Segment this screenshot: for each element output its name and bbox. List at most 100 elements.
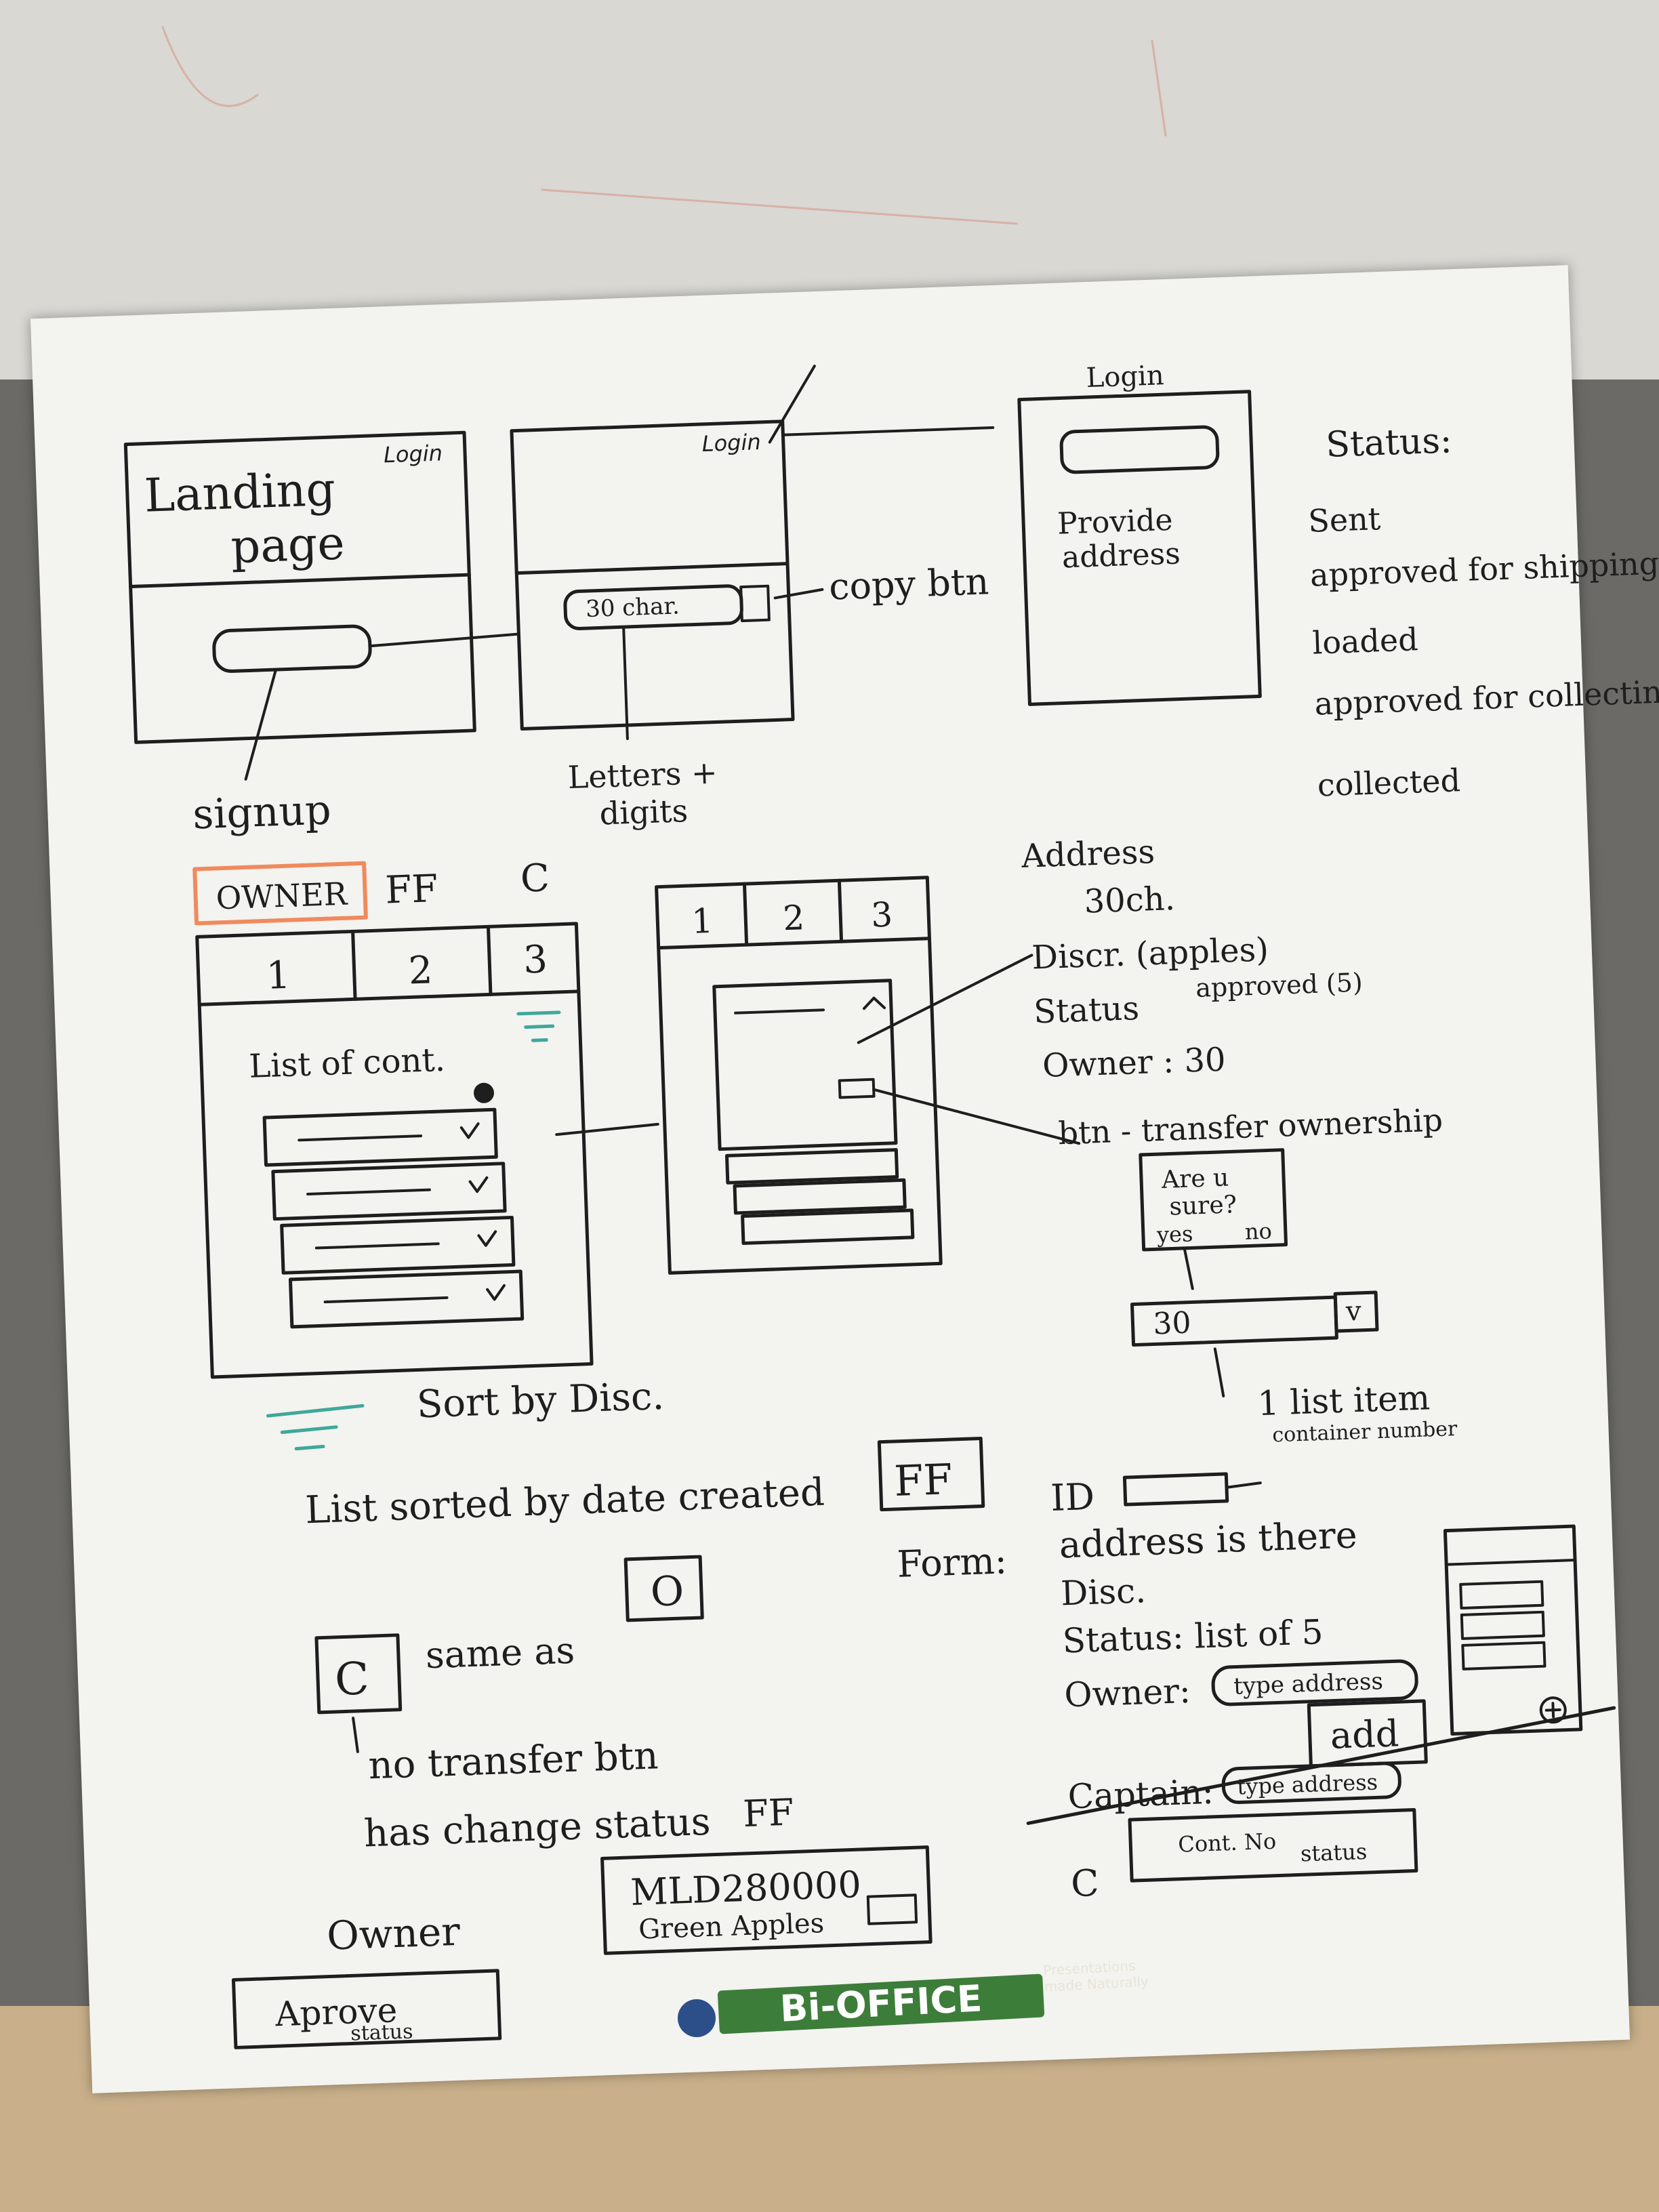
plus-icon[interactable] (1539, 1696, 1567, 1724)
list-item-note: 1 list item (1257, 1378, 1431, 1423)
address-field[interactable] (1059, 425, 1220, 474)
change-status-note: has change status (363, 1800, 712, 1856)
faint-stroke (161, 26, 259, 107)
detail-tab-divider (657, 937, 931, 950)
flow-arrow-1 (368, 632, 520, 648)
sort-icon[interactable] (516, 1010, 561, 1042)
tab-separator (351, 929, 357, 1001)
disc-note: Discr. (apples) (1031, 930, 1269, 977)
ff-box-label: FF (893, 1454, 954, 1506)
ff-example-label: FF (742, 1790, 794, 1835)
letters-label-2: digits (599, 792, 689, 832)
detail-notes: Address 30ch. Discr. (apples) Status app… (1020, 833, 1443, 1397)
code-wireframe: Login 30 char. copy btn Letters + digits (510, 365, 995, 832)
sort-disc-note: Sort by Disc. (416, 1374, 665, 1427)
code-login-link[interactable]: Login (701, 429, 761, 457)
code-field-text: 30 char. (586, 592, 680, 623)
approve-status-button[interactable] (231, 1969, 502, 2049)
flow-arrow-3 (555, 1122, 659, 1136)
new-owner-value: 30 (1153, 1306, 1192, 1342)
chevron-up-icon[interactable] (863, 996, 886, 1010)
landing-wireframe: Landing page Login signup (123, 430, 520, 839)
ff-role-label[interactable]: FF (384, 867, 438, 913)
cont-no-text: Cont. No (1178, 1828, 1277, 1858)
dialog-yes-button[interactable]: yes (1155, 1221, 1193, 1248)
card-button[interactable] (866, 1893, 918, 1925)
confirm-button[interactable] (1333, 1290, 1379, 1333)
dialog-text: Are u (1160, 1164, 1229, 1194)
transfer-button[interactable] (838, 1078, 876, 1099)
login-wireframe: Login Provide address (1017, 360, 1262, 706)
list-item[interactable] (271, 1162, 507, 1221)
captain-label: Captain: (1067, 1772, 1214, 1816)
container-card[interactable] (600, 1845, 933, 1955)
copy-label: copy btn (828, 560, 989, 608)
code-divider (514, 562, 790, 575)
mini-divider (1445, 1559, 1577, 1566)
ff-box (877, 1437, 985, 1512)
list-item[interactable] (262, 1107, 498, 1167)
type-address-field[interactable] (1211, 1659, 1418, 1706)
status-title: Status: (1325, 420, 1452, 465)
captain-address-text: type address (1237, 1769, 1378, 1799)
owner-role-label: OWNER (216, 876, 349, 917)
detail-list-item[interactable] (724, 1148, 899, 1185)
tab-1[interactable]: 1 (266, 954, 291, 998)
tab-separator (486, 924, 493, 996)
dialog-no-button[interactable]: no (1244, 1218, 1272, 1244)
bottom-examples: Owner Aprove status FF MLD280000 Green A… (231, 1706, 1616, 2049)
owner-role-box[interactable] (192, 861, 368, 926)
owner-form-note: Owner: (1064, 1671, 1191, 1715)
c-notes: C same as O no transfer btn has change s… (314, 1555, 712, 1856)
tab-2[interactable]: 2 (408, 948, 434, 993)
status-item: loaded (1312, 621, 1419, 661)
c-box-label: C (334, 1652, 370, 1706)
c-status-row[interactable] (1128, 1808, 1418, 1883)
previous-page-marks (161, 26, 1167, 225)
c-box (314, 1633, 403, 1715)
tab-3[interactable]: 3 (523, 937, 548, 982)
owner-note: Owner : 30 (1042, 1041, 1226, 1085)
chevron-down-icon (459, 1122, 506, 1301)
captain-address-field[interactable] (1221, 1761, 1401, 1805)
expanded-item[interactable] (712, 979, 898, 1151)
list-item[interactable] (280, 1215, 516, 1275)
signup-button[interactable] (212, 624, 372, 673)
container-desc: Green Apples (638, 1908, 824, 1946)
detail-tab-2[interactable]: 2 (782, 898, 805, 938)
signup-arrow (244, 668, 278, 781)
copy-arrow (773, 588, 824, 600)
id-arrow (1225, 1481, 1262, 1489)
detail-list-item[interactable] (741, 1208, 915, 1246)
copy-icon[interactable] (739, 584, 771, 623)
c-arrow (352, 1717, 359, 1753)
detail-tab-1[interactable]: 1 (691, 901, 714, 941)
detail-frame (655, 876, 943, 1275)
disc-form-note: Disc. (1060, 1571, 1147, 1613)
status-value-note: approved (5) (1195, 967, 1363, 1003)
tab-separator (742, 882, 749, 947)
landing-login-link[interactable]: Login (383, 440, 443, 468)
landing-title: Landing (144, 463, 337, 523)
detail-list-item[interactable] (733, 1178, 907, 1215)
disc-arrow (857, 954, 1033, 1044)
dialog-arrow (1183, 1246, 1194, 1290)
list-label: List of cont. (248, 1041, 445, 1086)
id-field[interactable] (1122, 1472, 1229, 1507)
cursor-dot (474, 1082, 495, 1103)
ff-form-notes: FF Form: ID 1 list item container number… (877, 1378, 1583, 1768)
c-role-label[interactable]: C (520, 856, 550, 901)
detail-tab-3[interactable]: 3 (870, 895, 893, 935)
role-tabs: OWNER FF C (192, 856, 550, 926)
plus-icon-cross (1544, 1702, 1561, 1719)
list-item[interactable] (288, 1269, 525, 1329)
status-list: Status: Sent approved for shipping loade… (1307, 420, 1659, 803)
flow-arrow-2 (781, 426, 995, 436)
status-item: Sent (1307, 500, 1381, 539)
form-label: Form: (897, 1539, 1008, 1586)
sort-notes: Sort by Disc. List sorted by date create… (266, 1374, 825, 1532)
c-example-label: C (1070, 1862, 1100, 1905)
landing-divider (129, 573, 471, 589)
faint-stroke (541, 188, 1018, 225)
type-address-text: type address (1233, 1668, 1384, 1700)
